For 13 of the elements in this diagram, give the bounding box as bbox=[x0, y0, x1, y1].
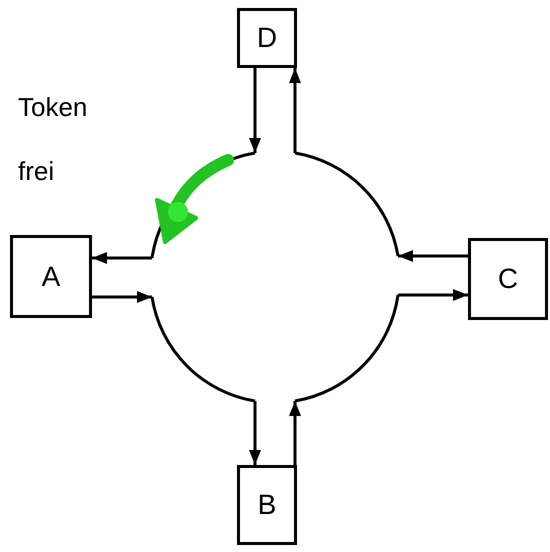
station-box: A bbox=[10, 235, 92, 318]
station-box: D bbox=[237, 8, 297, 68]
arrow bbox=[92, 252, 152, 264]
arrow bbox=[398, 289, 468, 301]
arrow bbox=[249, 401, 261, 465]
station-box: B bbox=[237, 465, 297, 545]
station-box: C bbox=[468, 238, 548, 320]
arrow bbox=[249, 68, 261, 153]
arrow bbox=[289, 68, 301, 153]
arrow bbox=[289, 401, 301, 465]
token-label: Token frei bbox=[18, 91, 88, 188]
arrow bbox=[398, 250, 468, 262]
arrow bbox=[92, 291, 152, 303]
